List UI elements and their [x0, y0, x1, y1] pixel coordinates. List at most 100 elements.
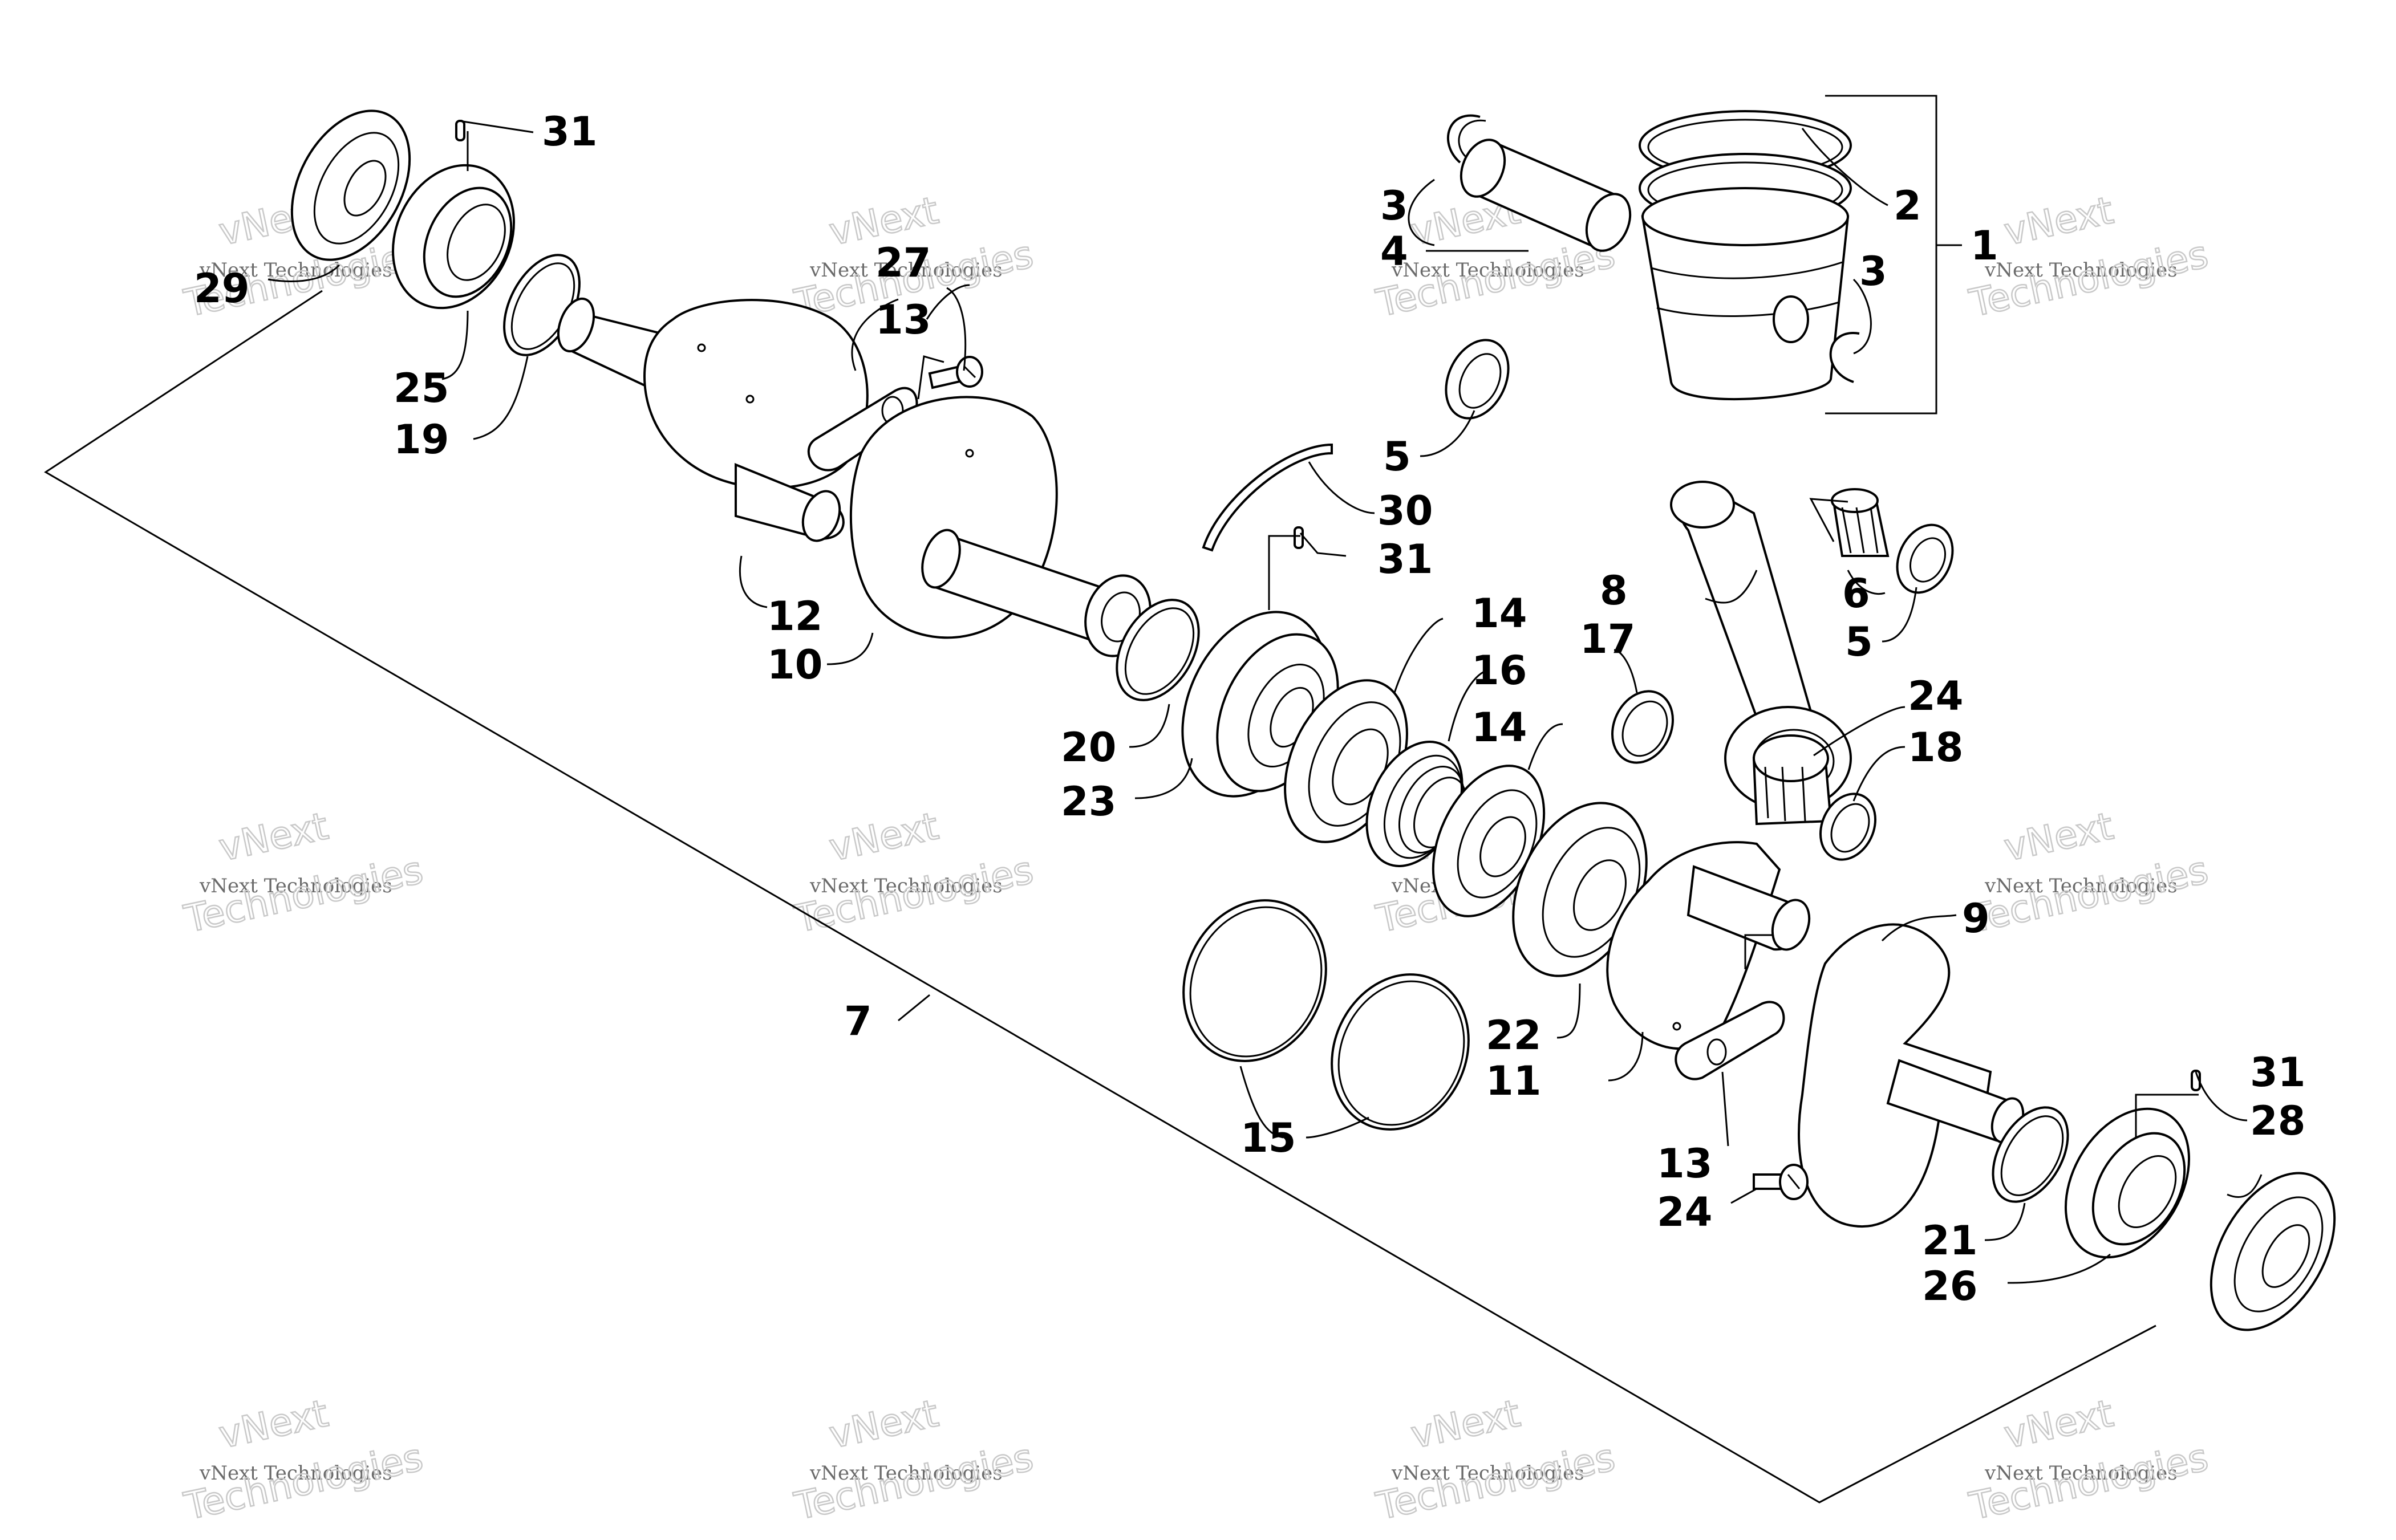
assembly-bracket-7 [44, 290, 2156, 1504]
callout-9: 9 [1962, 895, 1990, 942]
callout-25: 25 [394, 365, 449, 412]
watermark: vNext vNext Technologies Technologies [790, 1391, 1037, 1529]
callout-24: 24 [1657, 1189, 1712, 1236]
svg-text:vNext Technologies: vNext Technologies [199, 1462, 392, 1485]
svg-text:vNext Technologies: vNext Technologies [199, 259, 392, 282]
watermark: vNext vNext Technologies Technologies [180, 803, 427, 942]
callout-14: 14 [1471, 704, 1527, 751]
thrust-washer-5-top-inner [1458, 353, 1502, 409]
ring-20-inner [1124, 607, 1195, 695]
ring-21-inner [2000, 1115, 2064, 1196]
ring-15-left-inner [1189, 906, 1323, 1058]
svg-text:vNext: vNext [825, 804, 942, 869]
svg-text:vNext: vNext [215, 804, 332, 869]
thrust-washer-5-right-inner [1909, 537, 1946, 583]
watermark: vNext vNext Technologies Technologies [1965, 188, 2212, 326]
svg-text:vNext Technologies: vNext Technologies [809, 875, 1003, 897]
watermark: vNext vNext Technologies Technologies [1372, 1391, 1619, 1529]
washer-18-inner [1830, 803, 1870, 853]
crank-half-10 [849, 396, 1152, 657]
thrust-washer-5-right [1896, 523, 1954, 594]
watermark: vNext vNext Technologies Technologies [790, 803, 1037, 942]
callout-29: 29 [194, 265, 249, 312]
svg-text:vNext Technologies: vNext Technologies [809, 259, 1003, 282]
ring-17-inner [1621, 700, 1668, 757]
watermark-layer: vNext vNext Technologies Technologies vN… [180, 188, 2212, 1529]
callout-21: 21 [1922, 1217, 1977, 1264]
callout-30: 30 [1377, 487, 1433, 534]
thrust-washer-5-top [1445, 339, 1510, 420]
callout-8: 8 [1600, 567, 1628, 614]
crank-half-9 [1798, 923, 2025, 1228]
svg-text:Technologies: Technologies [180, 848, 427, 941]
screw-27 [928, 356, 983, 389]
callout-17: 17 [1580, 616, 1635, 663]
svg-text:Technologies: Technologies [790, 1435, 1037, 1529]
ring-15-right-inner [1337, 980, 1465, 1126]
callout-19: 19 [394, 416, 449, 463]
callout-14: 14 [1471, 590, 1527, 637]
callout-23: 23 [1061, 778, 1116, 825]
svg-text:vNext Technologies: vNext Technologies [199, 875, 392, 897]
svg-text:vNext Technologies: vNext Technologies [809, 1462, 1003, 1485]
callout-labels: 1 2 3 3 4 5 5 6 7 8 9 10 11 12 13 13 14 … [194, 108, 2305, 1310]
callout-10: 10 [767, 641, 822, 688]
plate-13-bottom [1675, 1001, 1785, 1080]
svg-text:Technologies: Technologies [1965, 1435, 2212, 1529]
callout-3: 3 [1380, 182, 1408, 229]
watermark: vNext vNext Technologies Technologies [1965, 803, 2212, 942]
callout-12: 12 [767, 593, 822, 640]
svg-text:vNext Technologies: vNext Technologies [1984, 1462, 2178, 1485]
callout-7: 7 [844, 998, 872, 1045]
svg-text:Technologies: Technologies [1372, 1435, 1619, 1529]
callout-31: 31 [542, 108, 597, 155]
leader-lines [267, 120, 2263, 1284]
callout-31: 31 [2250, 1049, 2305, 1096]
svg-text:vNext: vNext [2000, 188, 2117, 254]
svg-text:vNext Technologies: vNext Technologies [1391, 1462, 1584, 1485]
svg-text:vNext: vNext [1407, 1391, 1524, 1457]
bearing-23 [1181, 611, 1339, 798]
piston [1641, 187, 1850, 401]
dowel-pin-31 [455, 120, 465, 141]
ring-15-left [1182, 899, 1327, 1062]
callout-15: 15 [1240, 1115, 1296, 1161]
svg-text:Technologies: Technologies [1965, 232, 2212, 326]
svg-text:vNext Technologies: vNext Technologies [1391, 259, 1584, 282]
ring-15-right [1331, 973, 1470, 1131]
svg-text:Technologies: Technologies [1965, 848, 2212, 941]
callout-3: 3 [1859, 248, 1887, 295]
callout-5: 5 [1383, 433, 1411, 480]
circlip-3-left [1446, 114, 1486, 164]
ring-21 [1992, 1106, 2069, 1203]
circlip-3-right [1829, 332, 1860, 383]
svg-text:vNext Technologies: vNext Technologies [1984, 259, 2178, 282]
bearing-25 [392, 164, 515, 310]
piston-pin-4 [1460, 139, 1632, 252]
callout-24: 24 [1908, 673, 1963, 720]
ring-17 [1611, 690, 1674, 764]
svg-text:vNext Technologies: vNext Technologies [1984, 875, 2178, 897]
callout-13: 13 [1657, 1140, 1712, 1187]
svg-text:Technologies: Technologies [180, 1435, 427, 1529]
svg-text:vNext: vNext [825, 1391, 942, 1457]
callout-27: 27 [875, 239, 931, 286]
bracket-1 [1825, 95, 1937, 415]
callout-18: 18 [1908, 724, 1963, 771]
screw-24 [1753, 1164, 1809, 1200]
watermark: vNext vNext Technologies Technologies [180, 1391, 427, 1529]
callout-6: 6 [1842, 570, 1870, 617]
svg-text:vNext: vNext [2000, 804, 2117, 869]
callout-28: 28 [2250, 1098, 2305, 1144]
seal-28 [2209, 1172, 2336, 1331]
callout-11: 11 [1486, 1058, 1541, 1104]
callout-20: 20 [1061, 724, 1116, 771]
watermark: vNext vNext Technologies Technologies [1965, 1391, 2212, 1529]
callout-26: 26 [1922, 1263, 1977, 1310]
svg-text:vNext: vNext [215, 1391, 332, 1457]
callout-4: 4 [1380, 228, 1408, 275]
callout-13: 13 [875, 296, 931, 343]
callout-2: 2 [1894, 182, 1921, 229]
needle-bearing-24 [1752, 734, 1833, 826]
